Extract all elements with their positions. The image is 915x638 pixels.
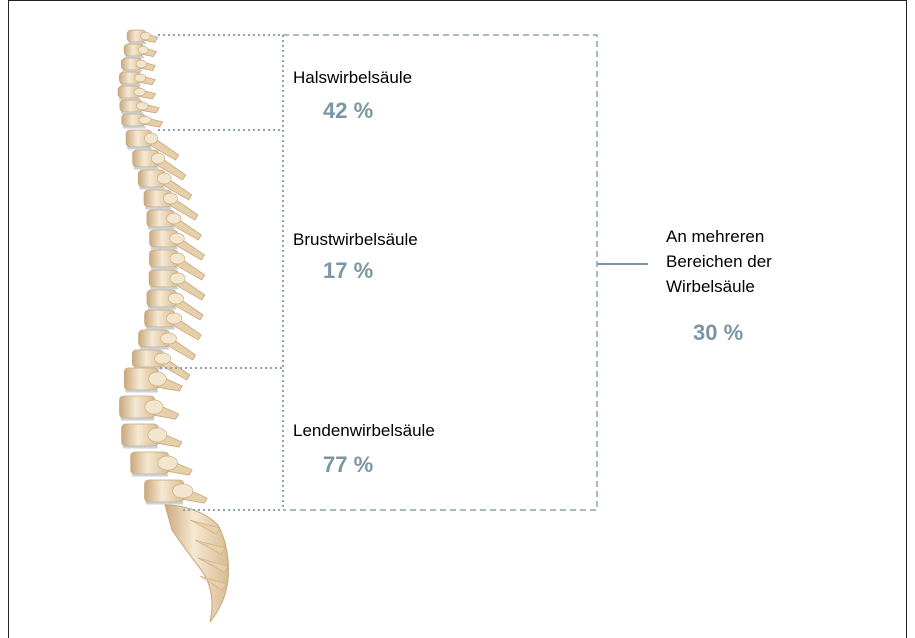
spine-illustration xyxy=(118,30,228,622)
multiple-regions-line-1: An mehreren xyxy=(666,224,836,249)
multiple-regions-percent: 30 % xyxy=(693,320,743,346)
multiple-regions-line-3: Wirbelsäule xyxy=(666,274,836,299)
multiple-regions-line-2: Bereichen der xyxy=(666,249,836,274)
region-label-cervical: Halswirbelsäule xyxy=(293,67,412,89)
region-percent-thoracic: 17 % xyxy=(323,258,373,284)
region-percent-lumbar: 77 % xyxy=(323,452,373,478)
region-label-thoracic: Brustwirbelsäule xyxy=(293,229,418,251)
multiple-regions-label: An mehreren Bereichen der Wirbelsäule xyxy=(666,224,836,299)
region-percent-cervical: 42 % xyxy=(323,98,373,124)
region-label-lumbar: Lendenwirbelsäule xyxy=(293,420,435,442)
